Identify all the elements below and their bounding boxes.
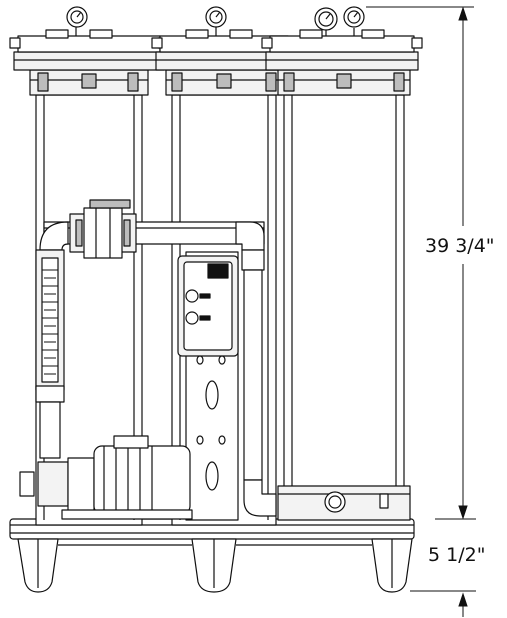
switch-button-icon	[185, 289, 199, 303]
height-dimension-label: 39 3/4"	[425, 235, 495, 257]
dimension-lines	[366, 6, 476, 617]
left-housing-lid	[13, 51, 165, 71]
pump-motor	[19, 435, 193, 520]
base-dimension-label: 5 1/2"	[428, 544, 485, 566]
base-skid	[9, 518, 415, 593]
switch-button-icon	[185, 311, 199, 325]
right-filter-housing	[261, 6, 423, 521]
flow-meter-scale	[42, 269, 58, 375]
arrow-up-icon	[458, 6, 468, 21]
right-housing-lid	[265, 51, 419, 71]
ball-valve	[69, 199, 137, 259]
arrow-down-icon	[458, 505, 468, 520]
control-box	[177, 251, 239, 521]
piping	[35, 199, 277, 517]
